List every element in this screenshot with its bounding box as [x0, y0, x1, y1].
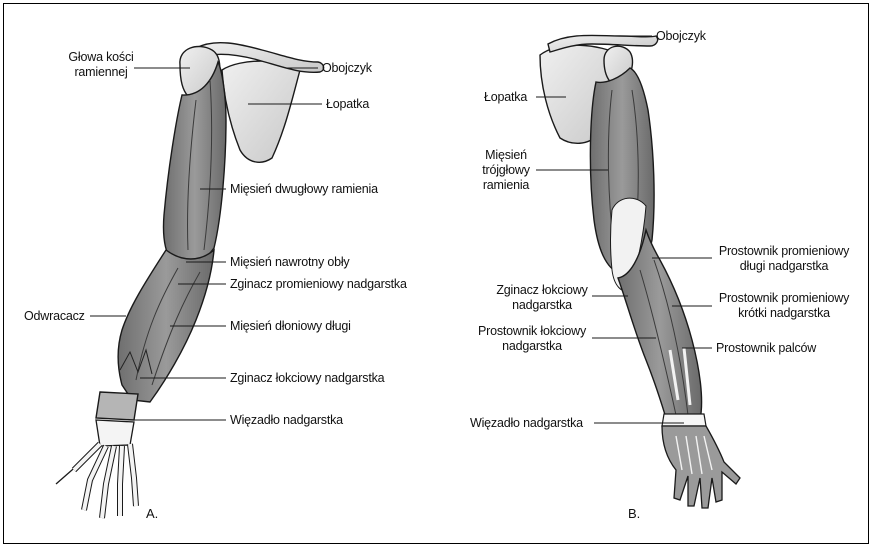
- label-flexor-carpi-ulnaris-b: Zginacz łokciowy nadgarstka: [490, 283, 594, 313]
- wrist-ligament-a: [96, 392, 138, 420]
- label-fcu-b-line2: nadgarstka: [490, 298, 594, 313]
- label-triceps: Mięsień trójgłowy ramienia: [476, 148, 536, 193]
- hand-a: [56, 420, 136, 518]
- label-ecr-brevis-line1: Prostownik promieniowy: [714, 291, 854, 306]
- scapula-a: [222, 61, 300, 162]
- wrist-ligament-b: [662, 414, 706, 426]
- panel-letter-b: B.: [628, 506, 640, 521]
- label-scapula-a: Łopatka: [326, 97, 369, 112]
- label-carpal-ligament-b: Więzadło nadgarstka: [470, 416, 583, 431]
- label-ecr-longus-line1: Prostownik promieniowy: [714, 244, 854, 259]
- label-ecr-longus-line2: długi nadgarstka: [714, 259, 854, 274]
- label-palmaris-longus: Mięsień dłoniowy długi: [230, 319, 351, 334]
- label-carpal-ligament-a: Więzadło nadgarstka: [230, 413, 343, 428]
- label-clavicle-b: Obojczyk: [656, 29, 706, 44]
- label-triceps-line2: trójgłowy: [476, 163, 536, 178]
- label-ecu: Prostownik łokciowy nadgarstka: [470, 324, 594, 354]
- label-ecr-brevis: Prostownik promieniowy krótki nadgarstka: [714, 291, 854, 321]
- panel-letter-a: A.: [146, 506, 158, 521]
- label-flexor-carpi-radialis: Zginacz promieniowy nadgarstka: [230, 277, 407, 292]
- biceps-a: [164, 62, 227, 267]
- label-head-of-humerus: Głowa kości ramiennej: [62, 50, 140, 80]
- label-head-of-humerus-line1: Głowa kości: [62, 50, 140, 65]
- label-clavicle-a: Obojczyk: [322, 61, 372, 76]
- label-head-of-humerus-line2: ramiennej: [62, 65, 140, 80]
- label-ecu-line1: Prostownik łokciowy: [470, 324, 594, 339]
- label-flexor-carpi-ulnaris-a: Zginacz łokciowy nadgarstka: [230, 371, 384, 386]
- label-biceps: Mięsień dwugłowy ramienia: [230, 182, 378, 197]
- arm-posterior: [540, 35, 740, 508]
- label-extensor-digitorum: Prostownik palców: [716, 341, 816, 356]
- label-pronator-teres: Mięsień nawrotny obły: [230, 255, 349, 270]
- label-triceps-line3: ramienia: [476, 178, 536, 193]
- label-fcu-b-line1: Zginacz łokciowy: [490, 283, 594, 298]
- label-supinator: Odwracacz: [24, 309, 85, 324]
- label-ecr-brevis-line2: krótki nadgarstka: [714, 306, 854, 321]
- label-triceps-line1: Mięsień: [476, 148, 536, 163]
- label-ecu-line2: nadgarstka: [470, 339, 594, 354]
- label-scapula-b: Łopatka: [484, 90, 527, 105]
- label-ecr-longus: Prostownik promieniowy długi nadgarstka: [714, 244, 854, 274]
